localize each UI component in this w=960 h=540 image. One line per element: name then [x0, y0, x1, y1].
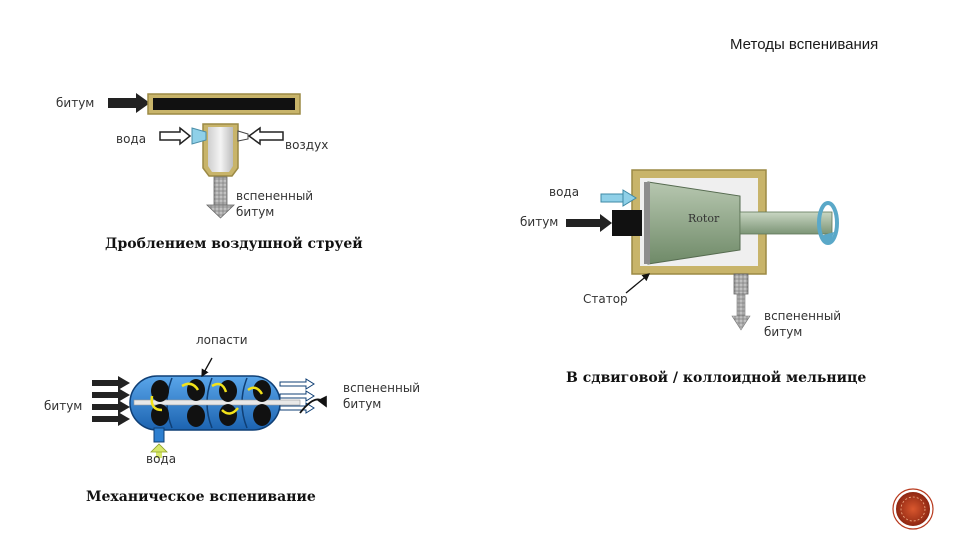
air-jet-diagram — [108, 93, 301, 219]
colloid-mill-diagram — [566, 169, 839, 331]
mech-caption: Механическое вспенивание — [86, 489, 316, 505]
water-inlet-pipe — [153, 427, 165, 443]
mech-foamed-label-line2: битум — [343, 397, 382, 411]
foamed-outlet-arrows — [279, 378, 315, 414]
air-jet-water-label: вода — [116, 132, 147, 146]
stator-label: Статор — [583, 292, 628, 306]
water-nozzle — [191, 127, 207, 145]
bitumen-inlet-arrow — [566, 210, 642, 236]
slide-title: Методы вспенивания — [730, 36, 879, 53]
mech-bitumen-label: битум — [44, 399, 83, 413]
foamed-outlet-arrow — [206, 176, 235, 219]
mill-foamed-label-line2: битум — [764, 325, 803, 339]
bitumen-inlet-arrow — [108, 93, 150, 113]
air-jet-bitumen-label: битум — [56, 96, 95, 110]
mechanical-diagram — [92, 357, 327, 458]
water-inlet-arrow — [150, 443, 168, 458]
rotation-arrow-icon — [817, 201, 839, 245]
mixer-shaft — [133, 399, 301, 406]
air-jet-caption: Дроблением воздушной струей — [105, 236, 363, 252]
air-inlet-arrow — [237, 126, 284, 146]
water-inlet-arrow — [600, 189, 637, 207]
rotor-shaft — [739, 211, 833, 235]
mill-caption: В сдвиговой / коллоидной мельнице — [566, 370, 867, 386]
mill-foamed-label-line1: вспененный — [764, 309, 842, 323]
blades-pointer — [201, 357, 213, 378]
outlet-curve-arrow — [299, 395, 327, 414]
stator-pointer — [625, 273, 651, 294]
water-inlet-arrow — [159, 126, 192, 146]
rotor-gap — [644, 182, 650, 264]
swirl-arrows — [150, 382, 264, 415]
foamed-outlet-arrow — [731, 273, 751, 331]
rotor-label: Rotor — [688, 212, 720, 225]
mixing-chamber — [208, 127, 233, 172]
mill-bitumen-label: битум — [520, 215, 559, 229]
bitumen-inlet-arrows — [92, 376, 130, 426]
mill-water-label: вода — [549, 185, 580, 199]
air-jet-foamed-label-line2: битум — [236, 205, 275, 219]
mech-water-label: вода — [146, 452, 177, 466]
bitumen-feed-pipe — [612, 210, 642, 236]
bitumen-pipe-core — [153, 98, 295, 110]
logo-emblem — [892, 488, 934, 530]
blades-label: лопасти — [196, 333, 248, 347]
air-jet-foamed-label-line1: вспененный — [236, 189, 314, 203]
mech-foamed-label-line1: вспененный — [343, 381, 421, 395]
air-jet-air-label: воздух — [285, 138, 329, 152]
